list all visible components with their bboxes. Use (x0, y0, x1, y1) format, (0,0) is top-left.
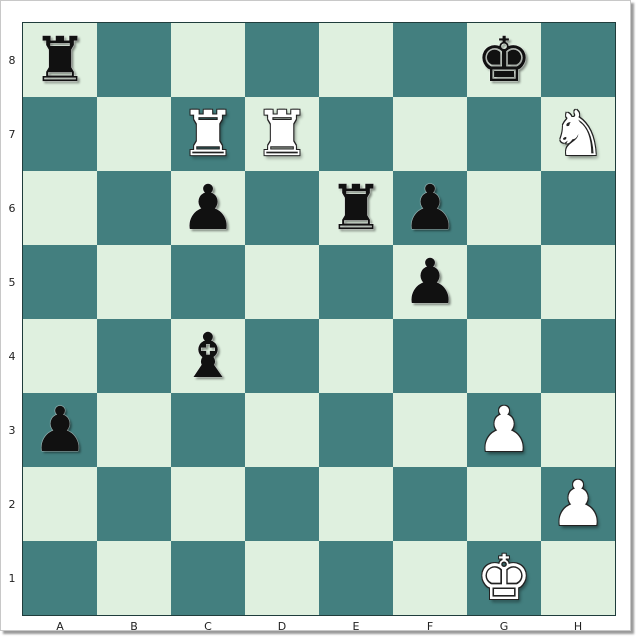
square-h3[interactable] (541, 393, 615, 467)
square-h7[interactable]: ♞ (541, 97, 615, 171)
square-g2[interactable] (467, 467, 541, 541)
square-a6[interactable] (23, 171, 97, 245)
white-king-icon[interactable]: ♚ (476, 541, 532, 614)
square-f1[interactable] (393, 541, 467, 615)
square-h8[interactable] (541, 23, 615, 97)
square-b2[interactable] (97, 467, 171, 541)
file-label-f: F (426, 619, 434, 633)
square-f7[interactable] (393, 97, 467, 171)
square-g1[interactable]: ♚ (467, 541, 541, 615)
black-pawn-icon[interactable]: ♟ (402, 171, 458, 244)
rank-label-6: 6 (8, 201, 16, 215)
black-rook-icon[interactable]: ♜ (32, 23, 88, 96)
rank-label-3: 3 (8, 423, 16, 437)
square-e6[interactable]: ♜ (319, 171, 393, 245)
square-b1[interactable] (97, 541, 171, 615)
black-pawn-icon[interactable]: ♟ (402, 245, 458, 318)
square-b3[interactable] (97, 393, 171, 467)
square-b8[interactable] (97, 23, 171, 97)
square-a7[interactable] (23, 97, 97, 171)
square-e7[interactable] (319, 97, 393, 171)
file-label-c: C (204, 619, 212, 633)
white-pawn-icon[interactable]: ♟ (550, 467, 606, 540)
square-a1[interactable] (23, 541, 97, 615)
file-label-h: H (573, 619, 583, 633)
white-pawn-icon[interactable]: ♟ (476, 393, 532, 466)
file-label-g: G (499, 619, 509, 633)
black-pawn-icon[interactable]: ♟ (32, 393, 88, 466)
square-e8[interactable] (319, 23, 393, 97)
square-f3[interactable] (393, 393, 467, 467)
file-label-a: A (56, 619, 64, 633)
rank-label-8: 8 (8, 53, 16, 67)
square-d3[interactable] (245, 393, 319, 467)
square-d7[interactable]: ♜ (245, 97, 319, 171)
square-c1[interactable] (171, 541, 245, 615)
square-g4[interactable] (467, 319, 541, 393)
square-g3[interactable]: ♟ (467, 393, 541, 467)
square-h6[interactable] (541, 171, 615, 245)
square-g8[interactable]: ♚ (467, 23, 541, 97)
file-label-b: B (130, 619, 138, 633)
square-c8[interactable] (171, 23, 245, 97)
rank-label-5: 5 (8, 275, 16, 289)
square-b6[interactable] (97, 171, 171, 245)
square-c7[interactable]: ♜ (171, 97, 245, 171)
square-f8[interactable] (393, 23, 467, 97)
square-a4[interactable] (23, 319, 97, 393)
square-c2[interactable] (171, 467, 245, 541)
square-h4[interactable] (541, 319, 615, 393)
square-d8[interactable] (245, 23, 319, 97)
black-bishop-icon[interactable]: ♝ (180, 319, 236, 392)
white-rook-icon[interactable]: ♜ (180, 97, 236, 170)
square-a3[interactable]: ♟ (23, 393, 97, 467)
square-d4[interactable] (245, 319, 319, 393)
black-king-icon[interactable]: ♚ (476, 23, 532, 96)
square-d6[interactable] (245, 171, 319, 245)
square-f5[interactable]: ♟ (393, 245, 467, 319)
square-d1[interactable] (245, 541, 319, 615)
square-b7[interactable] (97, 97, 171, 171)
square-f2[interactable] (393, 467, 467, 541)
square-c5[interactable] (171, 245, 245, 319)
square-c4[interactable]: ♝ (171, 319, 245, 393)
square-a8[interactable]: ♜ (23, 23, 97, 97)
rank-label-7: 7 (8, 127, 16, 141)
square-a2[interactable] (23, 467, 97, 541)
square-h5[interactable] (541, 245, 615, 319)
square-f6[interactable]: ♟ (393, 171, 467, 245)
white-knight-icon[interactable]: ♞ (550, 97, 606, 170)
square-d5[interactable] (245, 245, 319, 319)
square-h2[interactable]: ♟ (541, 467, 615, 541)
square-e3[interactable] (319, 393, 393, 467)
square-e2[interactable] (319, 467, 393, 541)
file-label-d: D (277, 619, 287, 633)
white-rook-icon[interactable]: ♜ (254, 97, 310, 170)
square-a5[interactable] (23, 245, 97, 319)
black-rook-icon[interactable]: ♜ (328, 171, 384, 244)
rank-label-1: 1 (8, 571, 16, 585)
square-f4[interactable] (393, 319, 467, 393)
square-e4[interactable] (319, 319, 393, 393)
black-pawn-icon[interactable]: ♟ (180, 171, 236, 244)
square-e1[interactable] (319, 541, 393, 615)
square-b5[interactable] (97, 245, 171, 319)
chess-board[interactable]: ♜♚♜♜♞♟♜♟♟♝♟♟♟♚ (22, 22, 616, 616)
square-g7[interactable] (467, 97, 541, 171)
square-d2[interactable] (245, 467, 319, 541)
square-h1[interactable] (541, 541, 615, 615)
square-c6[interactable]: ♟ (171, 171, 245, 245)
square-g6[interactable] (467, 171, 541, 245)
square-e5[interactable] (319, 245, 393, 319)
square-g5[interactable] (467, 245, 541, 319)
square-c3[interactable] (171, 393, 245, 467)
square-b4[interactable] (97, 319, 171, 393)
rank-label-4: 4 (8, 349, 16, 363)
file-label-e: E (352, 619, 360, 633)
rank-label-2: 2 (8, 497, 16, 511)
